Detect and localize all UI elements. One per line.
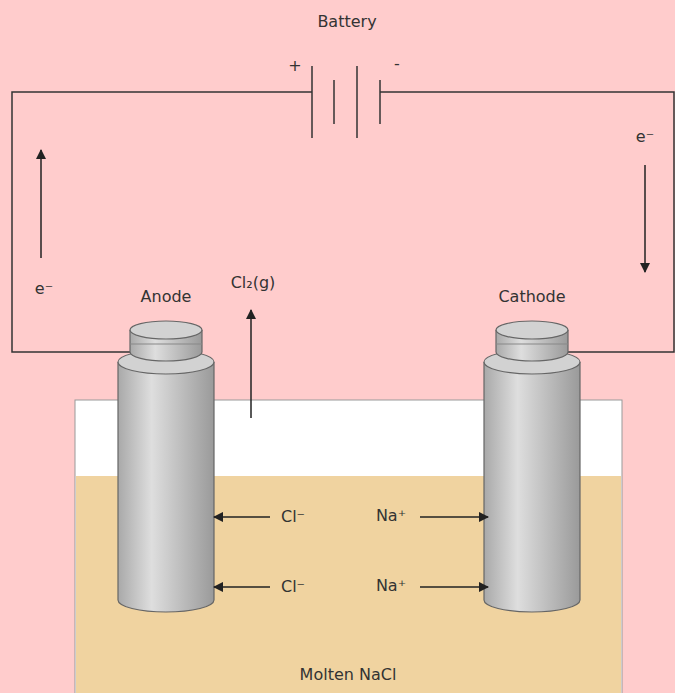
polarity-sign: + [288,57,301,75]
component-label: Battery [317,13,376,31]
electron-arrow [41,150,645,272]
container-region: Molten NaCl [75,400,622,693]
ion-label: Na⁺ [376,577,406,595]
electron-label: e⁻ [636,128,654,146]
electron-label: e⁻ [35,280,53,298]
node-label: Molten NaCl [300,666,397,684]
node-label: Cathode [498,288,565,306]
cathode-electrode: Cathode [484,285,580,605]
ion-label: Cl⁻ [281,578,305,596]
electrode-part [130,321,202,339]
battery-symbol [312,66,380,138]
polarity-sign: - [394,55,400,73]
anode-electrode: Anode [118,285,214,605]
electrode-part [496,343,568,344]
electrode-part [118,362,214,612]
ion-arrow [214,517,488,587]
node-label: Anode [141,288,192,306]
gas-label: Cl₂(g) [231,274,276,292]
gas-arrow [250,310,252,418]
ion-label: Cl⁻ [281,508,305,526]
electrode-part [130,343,202,344]
ion-label: Na⁺ [376,507,406,525]
electrode [118,321,580,612]
electrode-part [496,321,568,339]
electrode-part [484,362,580,612]
wire [12,92,674,352]
